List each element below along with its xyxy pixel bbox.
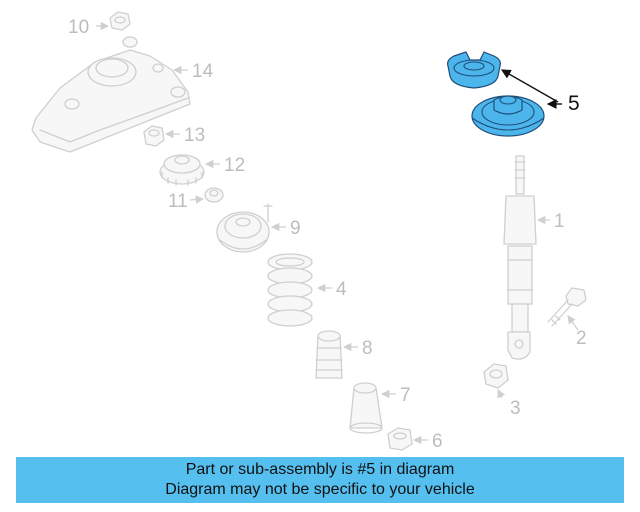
callout-12: 12 [224, 155, 245, 176]
callout-11: 11 [168, 191, 188, 212]
callout-6: 6 [432, 431, 443, 452]
part-5-spring-seat-upper [447, 51, 501, 89]
part-5-spring-seat-lower [471, 95, 545, 137]
part-10-nut [109, 11, 131, 31]
callout-3: 3 [510, 398, 521, 419]
part-8-bump-stop [315, 330, 343, 379]
leader-3 [497, 389, 506, 399]
callout-13: 13 [184, 125, 205, 146]
part-14-mount-plate [31, 36, 191, 153]
part-6-nut [387, 427, 413, 451]
callout-9: 9 [290, 218, 301, 239]
callout-4: 4 [336, 279, 347, 300]
part-7-dust-boot [349, 382, 383, 434]
part-9-strut-mount [216, 203, 273, 253]
leader-5-upper [500, 69, 559, 103]
callout-10: 10 [68, 17, 89, 38]
part-13-nut [143, 125, 165, 147]
callout-14: 14 [192, 61, 214, 82]
leader-11 [189, 195, 205, 204]
callout-2: 2 [576, 328, 587, 349]
part-1-shock-absorber [503, 155, 537, 360]
leader-2 [567, 315, 579, 331]
callout-8: 8 [362, 338, 373, 359]
part-12-bearing [159, 154, 205, 186]
part-info-banner: Part or sub-assembly is #5 in diagram Di… [16, 457, 624, 503]
callout-5: 5 [568, 92, 580, 115]
part-11-washer [204, 187, 224, 203]
callout-7: 7 [400, 385, 411, 406]
callout-1: 1 [554, 211, 565, 232]
caption-line-1: Part or sub-assembly is #5 in diagram [185, 461, 455, 478]
caption-line-2: Diagram may not be specific to your vehi… [165, 481, 475, 498]
part-2-bolt [547, 287, 587, 327]
part-3-nut [483, 363, 509, 389]
part-4-coil-spring [267, 253, 313, 327]
